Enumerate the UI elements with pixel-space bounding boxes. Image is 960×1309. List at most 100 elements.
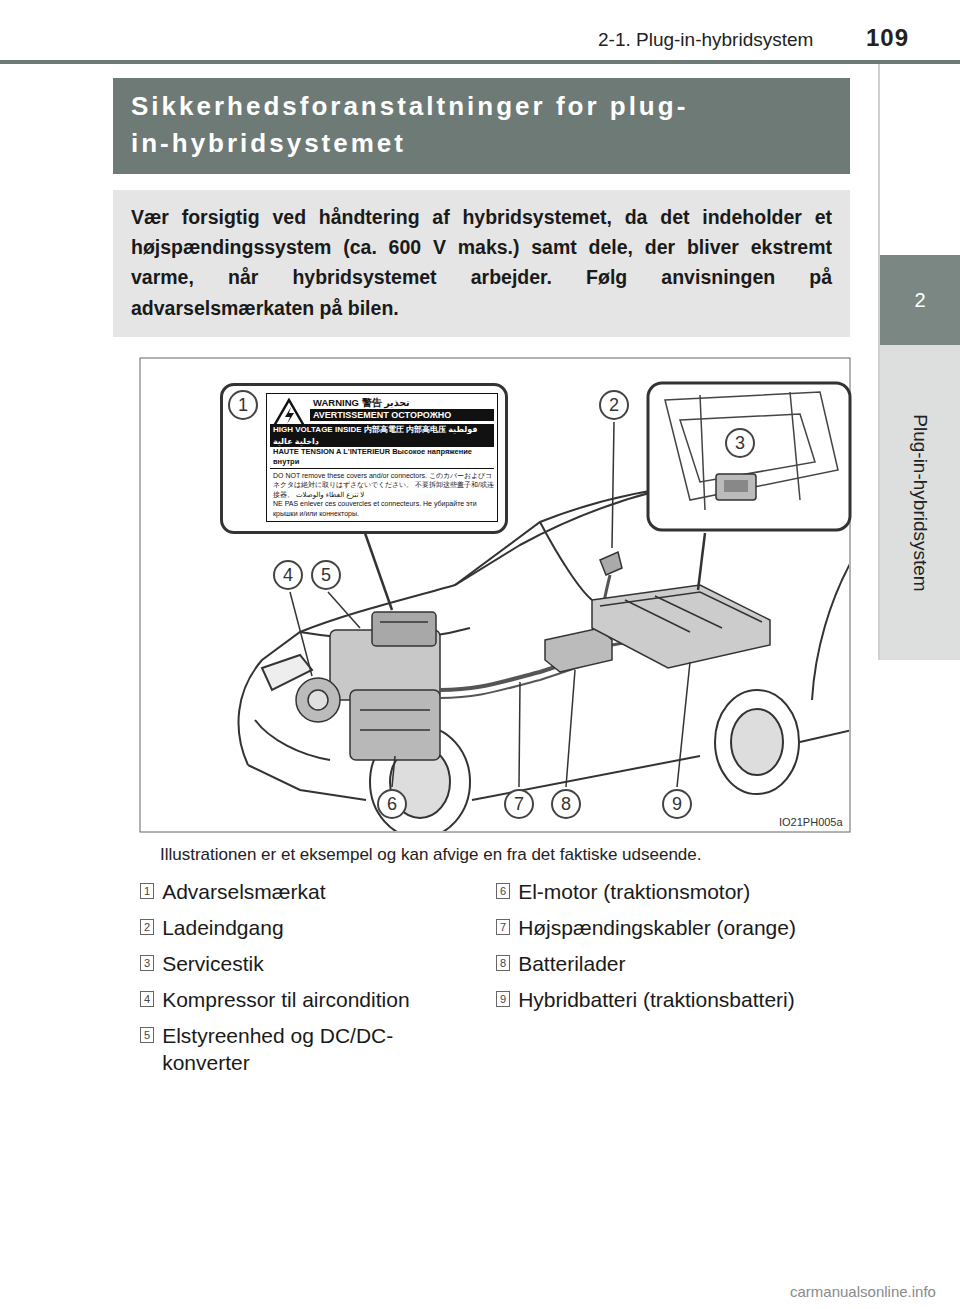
service-plug-inset-part bbox=[648, 383, 850, 530]
callout-circle: 7 bbox=[504, 789, 534, 819]
callout-circle: 1 bbox=[228, 390, 258, 420]
item-number: 2 bbox=[140, 919, 154, 935]
header-rule bbox=[0, 60, 960, 64]
car-body-part bbox=[540, 522, 592, 600]
legend-item: 3 Servicestik bbox=[140, 950, 480, 977]
item-number: 8 bbox=[496, 955, 510, 971]
legend-item: 9 Hybridbatteri (traktionsbatteri) bbox=[496, 986, 936, 1013]
sticker-text: AVERTISSEMENT ОСТОРОЖНО bbox=[310, 409, 494, 421]
item-number: 4 bbox=[140, 991, 154, 1007]
callout-number: 2 bbox=[609, 396, 619, 414]
service-plug-inset-part bbox=[665, 392, 838, 510]
charger-and-battery-part bbox=[625, 600, 690, 632]
item-name: Batterilader bbox=[518, 950, 625, 977]
leader-lines-part bbox=[519, 682, 520, 787]
engine-bay-part bbox=[350, 690, 440, 760]
item-name: Ladeindgang bbox=[162, 914, 283, 941]
service-plug-inset-part-part bbox=[700, 395, 705, 510]
car-body-part bbox=[800, 730, 849, 742]
sticker-text: DO NOT remove these covers and/or connec… bbox=[270, 471, 494, 499]
engine-bay-part bbox=[372, 612, 436, 646]
legend-item: 6El-motor (traktionsmotor) bbox=[496, 878, 936, 905]
legend-item: 1 Advarselsmærkat bbox=[140, 878, 480, 905]
title-text: Sikkerhedsforanstaltninger for plug-in-h… bbox=[131, 88, 711, 162]
charger-and-battery-part bbox=[592, 585, 770, 668]
service-plug-inset-part-part bbox=[665, 392, 838, 500]
engine-bay-part bbox=[308, 690, 328, 710]
page-number: 109 bbox=[866, 24, 909, 52]
sticker-text: WARNING 警告 تحذير bbox=[310, 397, 494, 409]
callout-number: 9 bbox=[672, 795, 682, 813]
legend-item: 4 Kompressor til aircondition bbox=[140, 986, 480, 1013]
lightning-bolt bbox=[285, 407, 294, 424]
leader-lines-part bbox=[365, 533, 392, 610]
callout-circle: 3 bbox=[725, 428, 755, 458]
item-name: El-motor (traktionsmotor) bbox=[518, 878, 750, 905]
callout-circle: 2 bbox=[599, 390, 629, 420]
charger-and-battery bbox=[545, 552, 770, 672]
item-number: 9 bbox=[496, 991, 510, 1007]
item-name: Advarselsmærkat bbox=[162, 878, 325, 905]
leader-lines-part bbox=[290, 592, 312, 676]
leader-lines-part bbox=[677, 662, 690, 787]
leader-lines-part bbox=[328, 592, 360, 628]
callout-circle: 5 bbox=[311, 560, 341, 590]
legend-item: 8 Batterilader bbox=[496, 950, 936, 977]
engine-bay bbox=[296, 612, 440, 760]
figure-code: IO21PH005a bbox=[776, 815, 846, 829]
callout-circle: 6 bbox=[377, 789, 407, 819]
car-body-part bbox=[255, 720, 330, 760]
engine-bay-part bbox=[296, 678, 340, 722]
charger-and-battery-part bbox=[600, 592, 762, 622]
engine-bay-part bbox=[380, 621, 428, 623]
intro-text: Vær forsigtig ved håndtering af hybridsy… bbox=[131, 202, 832, 323]
charger-and-battery-part bbox=[655, 596, 722, 628]
callout-number: 7 bbox=[514, 795, 524, 813]
engine-bay-part bbox=[360, 729, 430, 731]
item-name: Elstyreenhed og DC/DC-konverter bbox=[162, 1022, 430, 1077]
callout-circle: 9 bbox=[662, 789, 692, 819]
item-number: 3 bbox=[140, 955, 154, 971]
charger-and-battery-part bbox=[545, 628, 612, 672]
service-plug-inset-part bbox=[724, 480, 748, 492]
chapter-number: 2 bbox=[914, 289, 925, 312]
chapter-tab: Plug-in-hybridsystem bbox=[880, 345, 960, 660]
item-name: Kompressor til aircondition bbox=[162, 986, 409, 1013]
wheels-part bbox=[731, 709, 783, 775]
sticker-text: HAUTE TENSION A L'INTERIEUR Высокое напр… bbox=[270, 447, 494, 469]
chapter-number-tab: 2 bbox=[880, 255, 960, 345]
callout-circle: 4 bbox=[273, 560, 303, 590]
wheels-part bbox=[715, 690, 799, 794]
legend-item: 7 Højspændingskabler (orange) bbox=[496, 914, 936, 941]
callout-number: 1 bbox=[238, 396, 248, 414]
item-name: Servicestik bbox=[162, 950, 264, 977]
callout-number: 8 bbox=[561, 795, 571, 813]
sticker-text: HIGH VOLTAGE INSIDE 内部高電圧 内部高电压 فولطية د… bbox=[270, 424, 494, 446]
sticker-text: NE PAS enlever ces couvercles et connect… bbox=[270, 499, 494, 518]
item-number: 5 bbox=[140, 1027, 154, 1043]
figure-caption: Illustrationen er et eksempel og kan afv… bbox=[160, 845, 702, 865]
callout-number: 6 bbox=[387, 795, 397, 813]
legend-item: 5 Elstyreenhed og DC/DC-konverter bbox=[140, 1022, 430, 1077]
car-body-part bbox=[812, 560, 849, 700]
callout-number: 3 bbox=[735, 434, 745, 452]
item-name: Højspændingskabler (orange) bbox=[518, 914, 796, 941]
item-name: Hybridbatteri (traktionsbatteri) bbox=[518, 986, 795, 1013]
intro-box: Vær forsigtig ved håndtering af hybridsy… bbox=[113, 190, 850, 337]
item-number: 1 bbox=[140, 883, 154, 899]
service-plug-inset-part-part bbox=[790, 392, 800, 500]
callout-number: 4 bbox=[283, 566, 293, 584]
leader-lines-part bbox=[698, 533, 705, 590]
engine-bay-part bbox=[360, 709, 430, 711]
item-number: 7 bbox=[496, 919, 510, 935]
service-plug-inset-part bbox=[716, 474, 756, 500]
service-plug-inset bbox=[648, 383, 850, 530]
warning-triangle bbox=[274, 400, 304, 426]
title-band: Sikkerhedsforanstaltninger for plug-in-h… bbox=[113, 78, 850, 174]
charger-and-battery-part bbox=[600, 552, 622, 575]
leader-lines-part bbox=[392, 756, 395, 787]
legend-item: 2 Ladeindgang bbox=[140, 914, 480, 941]
car-body-part bbox=[248, 765, 366, 800]
leader-lines-part bbox=[612, 422, 614, 548]
